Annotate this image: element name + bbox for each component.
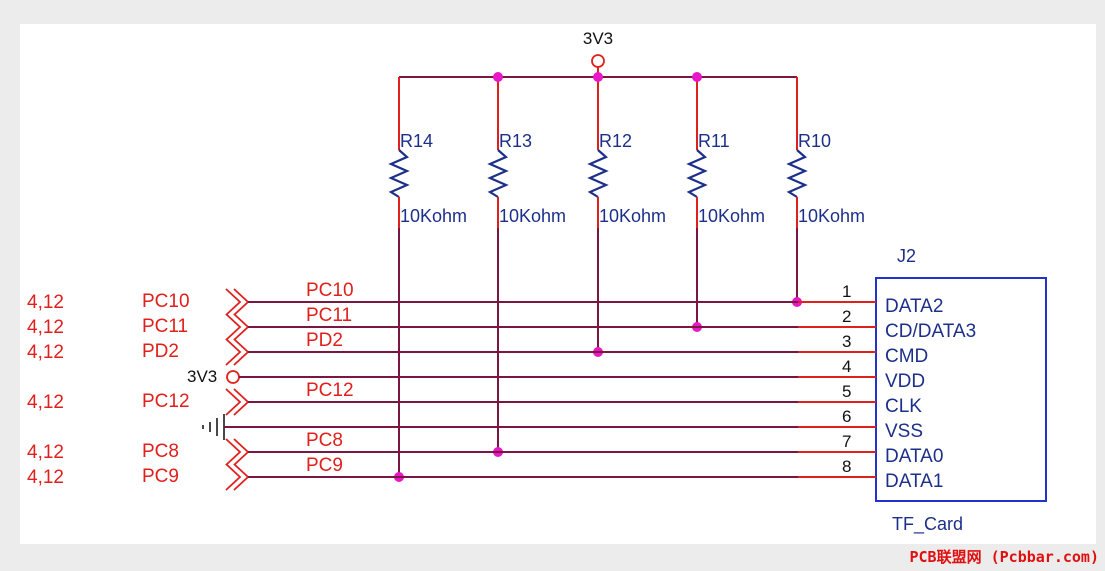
resistor-value: 10Kohm xyxy=(499,206,566,226)
net-sheet-ref: 4,12 xyxy=(27,392,64,413)
power-port xyxy=(226,370,240,384)
connector-pin-name: VDD xyxy=(885,371,925,392)
port-arrow xyxy=(225,288,242,316)
resistor-symbol xyxy=(786,149,808,198)
resistor-ref: R11 xyxy=(698,131,730,151)
net-wire-label: PD2 xyxy=(306,330,343,351)
net-sheet-ref: 4,12 xyxy=(27,467,64,488)
component-ref: J2 xyxy=(897,246,916,266)
connector-pin-name: CLK xyxy=(885,396,922,417)
net-port-label: PC9 xyxy=(142,466,179,487)
net-sheet-ref: 4,12 xyxy=(27,442,64,463)
net-wire-label: PC10 xyxy=(306,280,354,301)
power-label-net: 3V3 xyxy=(187,367,217,386)
resistor-ref: R12 xyxy=(599,131,632,151)
tf-card-connector xyxy=(875,277,1047,502)
net-wire-label: PC12 xyxy=(306,380,354,401)
connector-pin-number: 6 xyxy=(842,407,851,426)
resistor-symbol xyxy=(686,149,708,198)
resistor-symbol xyxy=(388,149,410,198)
resistor-value: 10Kohm xyxy=(400,206,467,226)
junction-dot xyxy=(692,72,702,82)
connector-pin-number: 1 xyxy=(842,282,851,301)
connector-pin-name: VSS xyxy=(885,421,923,442)
resistor-ref: R10 xyxy=(798,131,831,151)
power-port-top xyxy=(591,54,605,68)
connector-pin-name: DATA1 xyxy=(885,471,943,492)
connector-pin-name: CMD xyxy=(885,346,928,367)
component-name: TF_Card xyxy=(892,514,963,535)
resistor-ref: R14 xyxy=(400,131,433,151)
net-wire-label: PC11 xyxy=(306,305,352,326)
junction-dot xyxy=(493,72,503,82)
net-port-label: PC10 xyxy=(142,291,190,312)
resistor-symbol xyxy=(587,149,609,198)
net-wire-label: PC8 xyxy=(306,430,343,451)
port-arrow xyxy=(225,438,242,466)
net-sheet-ref: 4,12 xyxy=(27,317,64,338)
connector-pin-number: 7 xyxy=(842,432,851,451)
connector-pin-number: 4 xyxy=(842,357,851,376)
connector-pin-name: DATA0 xyxy=(885,446,943,467)
port-arrow xyxy=(225,313,242,341)
connector-pin-name: CD/DATA3 xyxy=(885,321,976,342)
connector-pin-number: 2 xyxy=(842,307,851,326)
net-port-label: PC12 xyxy=(142,391,190,412)
resistor-value: 10Kohm xyxy=(798,206,865,226)
connector-pin-name: DATA2 xyxy=(885,296,943,317)
net-port-label: PD2 xyxy=(142,341,179,362)
net-sheet-ref: 4,12 xyxy=(27,342,64,363)
connector-pin-number: 8 xyxy=(842,457,851,476)
resistor-value: 10Kohm xyxy=(599,206,666,226)
connector-pin-number: 3 xyxy=(842,332,851,351)
net-port-label: PC8 xyxy=(142,441,179,462)
supply-label-top: 3V3 xyxy=(583,29,613,48)
port-arrow xyxy=(225,463,242,491)
resistor-symbol xyxy=(487,149,509,198)
connector-pin-number: 5 xyxy=(842,382,851,401)
net-wire-label: PC9 xyxy=(306,455,343,476)
resistor-value: 10Kohm xyxy=(698,206,765,226)
port-arrow xyxy=(225,338,242,366)
junction-dot xyxy=(593,72,603,82)
net-port-label: PC11 xyxy=(142,316,188,337)
watermark: PCB联盟网 (Pcbbar.com) xyxy=(909,548,1100,566)
net-sheet-ref: 4,12 xyxy=(27,292,64,313)
resistor-ref: R13 xyxy=(499,131,532,151)
port-arrow xyxy=(225,388,242,416)
